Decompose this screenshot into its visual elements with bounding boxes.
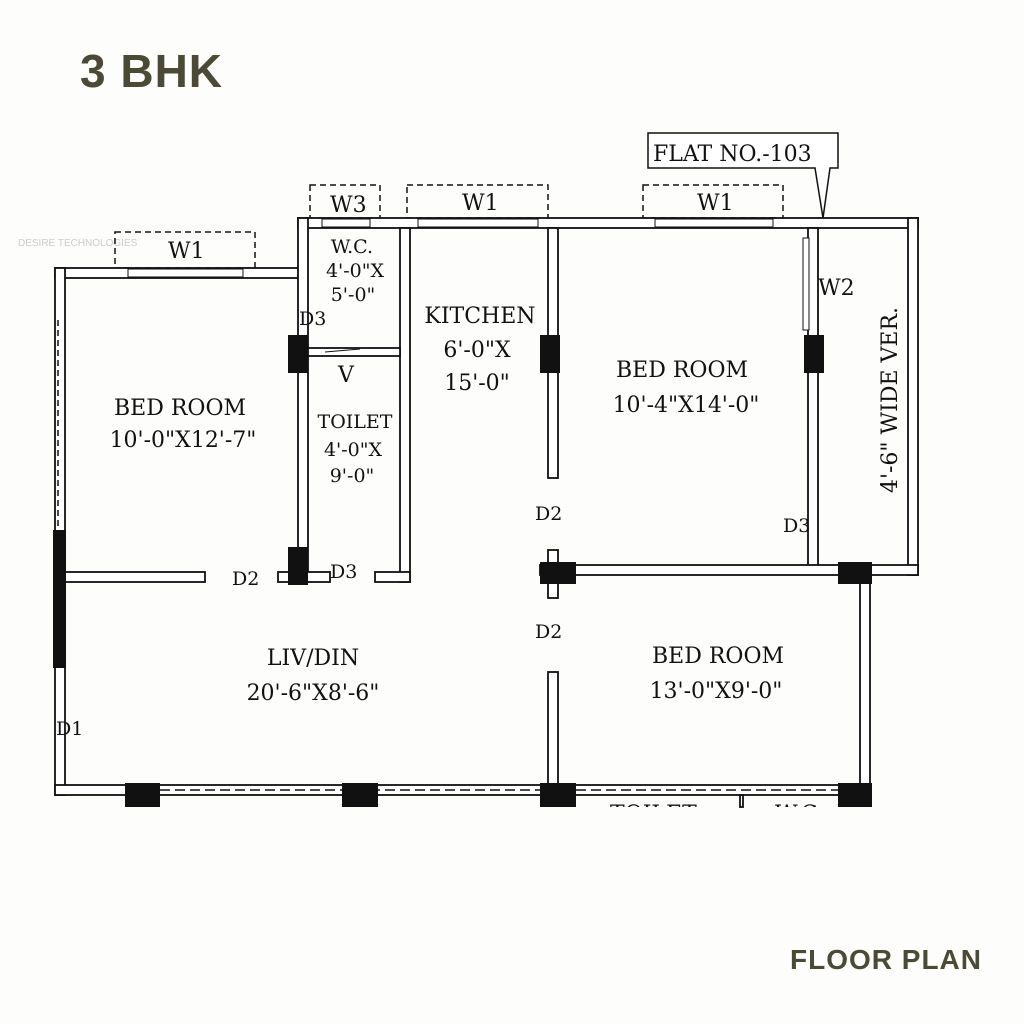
bedroom-3-name: BED ROOM <box>652 644 784 669</box>
toilet-name: TOILET <box>318 411 393 433</box>
door-tag-d3: D3 <box>783 515 810 537</box>
bedroom-3-size: 13'-0"X9'-0" <box>650 679 783 704</box>
kitchen-name: KITCHEN <box>424 304 535 329</box>
kitchen-size-1: 6'-0"X <box>443 338 511 363</box>
window-tag-w1: W1 <box>697 191 734 216</box>
flat-number-label: FLAT NO.-103 <box>653 142 812 167</box>
wc-name: W.C. <box>331 236 373 258</box>
flat-label-box <box>647 132 839 219</box>
toilet-size-2: 9'-0" <box>330 465 375 487</box>
verandah-label: 4'-6" WIDE VER. <box>878 307 903 493</box>
bedroom-1-size: 10'-0"X12'-7" <box>110 428 257 453</box>
bottom-wc-label: W.C <box>775 802 818 827</box>
page-title: 3 BHK <box>80 45 224 97</box>
bottom-toilet-label: TOILET <box>610 802 697 827</box>
window-w3 <box>309 184 381 219</box>
window-tag-w3: W3 <box>330 193 367 218</box>
living-dining-name: LIV/DIN <box>267 646 359 671</box>
vent-tag-v: V <box>337 363 355 388</box>
door-tag-d2: D2 <box>535 621 562 643</box>
bedroom-2-name: BED ROOM <box>616 358 748 383</box>
living-dining-size: 20'-6"X8'-6" <box>247 681 380 706</box>
bedroom-1-name: BED ROOM <box>114 396 246 421</box>
watermark: DESIRE TECHNOLOGIES <box>18 238 138 249</box>
door-tag-d1: D1 <box>56 718 83 740</box>
toilet-size-1: 4'-0"X <box>324 439 383 461</box>
door-tag-d2: D2 <box>232 568 259 590</box>
window-tag-w1: W1 <box>462 191 499 216</box>
columns <box>53 335 872 807</box>
bedroom-2-size: 10'-4"X14'-0" <box>613 393 760 418</box>
door-tag-d3: D3 <box>299 308 326 330</box>
floor-plan-caption: FLOOR PLAN <box>790 944 982 975</box>
door-tag-d3: D3 <box>330 561 357 583</box>
window-tag-w2: W2 <box>818 276 855 301</box>
wc-size-1: 4'-0"X <box>326 260 385 282</box>
wc-size-2: 5'-0" <box>331 284 376 306</box>
window-tag-w1: W1 <box>168 239 205 264</box>
door-tag-d2: D2 <box>535 503 562 525</box>
kitchen-size-2: 15'-0" <box>444 371 510 396</box>
